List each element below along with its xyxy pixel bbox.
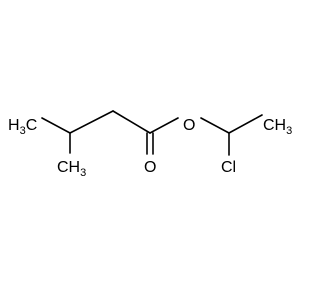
bond-ch3top-ch [41, 117, 71, 134]
bond-ch-ch3right [228, 114, 263, 134]
ch3-bottom-label: CH3 [57, 159, 86, 179]
bond-carbonyl-ester-o [149, 117, 179, 134]
bonds [41, 110, 263, 156]
chlorine-label: Cl [221, 159, 236, 176]
bond-ester-o-ch [200, 117, 230, 134]
bond-ch-ch2 [69, 110, 114, 134]
ester-oxygen-label: O [183, 117, 195, 134]
ch3-top-left-label: H3C [8, 117, 37, 137]
bond-ch2-carbonyl [112, 110, 151, 134]
structure-diagram: H3C CH3 O O CH3 Cl [8, 110, 292, 179]
ch3-right-label: CH3 [263, 117, 292, 137]
carbonyl-oxygen-label: O [144, 159, 156, 176]
